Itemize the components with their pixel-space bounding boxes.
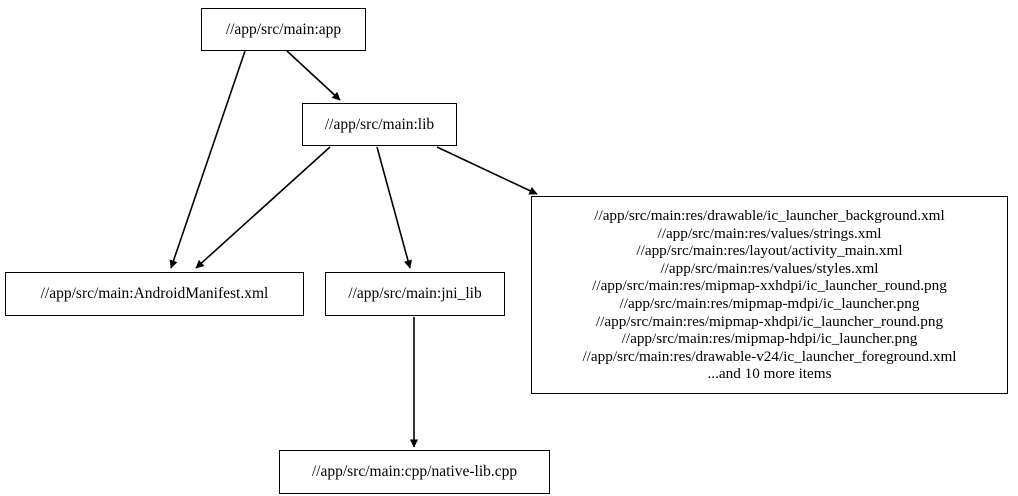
edge-lib-to-jni-lib (376, 146, 412, 269)
node-native-lib-target[interactable]: //app/src/main:cpp/native-lib.cpp (279, 450, 550, 494)
node-lib-label: //app/src/main:lib (324, 115, 435, 133)
node-resources-label: //app/src/main:res/drawable/ic_launcher_… (582, 207, 957, 383)
edge-lib-to-resources (436, 146, 538, 195)
node-android-manifest-label: //app/src/main:AndroidManifest.xml (40, 285, 269, 303)
node-jni-lib-label: //app/src/main:jni_lib (348, 285, 482, 303)
node-resources-target[interactable]: //app/src/main:res/drawable/ic_launcher_… (531, 196, 1008, 394)
node-app-label: //app/src/main:app (225, 20, 342, 38)
edge-lib-to-manifest (195, 146, 331, 269)
node-jni-lib-target[interactable]: //app/src/main:jni_lib (325, 272, 505, 316)
node-lib-target[interactable]: //app/src/main:lib (302, 103, 457, 146)
node-native-lib-label: //app/src/main:cpp/native-lib.cpp (311, 463, 518, 481)
edge-app-to-lib (286, 50, 341, 101)
edge-app-to-manifest (169, 50, 246, 269)
node-app-target[interactable]: //app/src/main:app (201, 8, 366, 51)
node-android-manifest-target[interactable]: //app/src/main:AndroidManifest.xml (5, 272, 304, 316)
